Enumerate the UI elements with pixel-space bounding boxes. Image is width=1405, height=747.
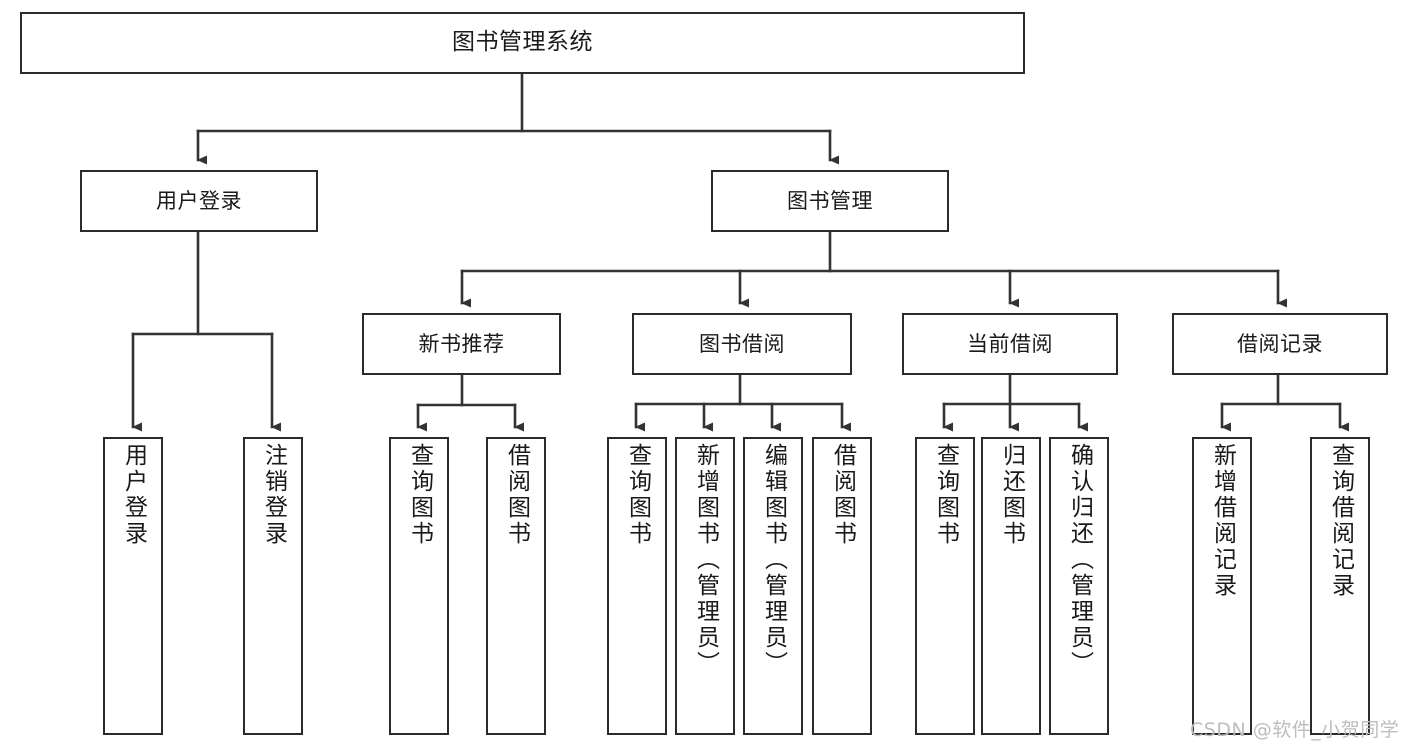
node-label: 查询借阅记录 <box>1327 443 1354 599</box>
leaf-user-login-logout[interactable]: 注销登录 <box>243 437 303 735</box>
node-label: 图书管理 <box>787 188 873 213</box>
node-label: 当前借阅 <box>967 331 1053 356</box>
node-label: 查询图书 <box>932 443 959 547</box>
node-borrow-record[interactable]: 借阅记录 <box>1172 313 1388 375</box>
node-label: 用户登录 <box>156 188 242 213</box>
node-label: 借阅记录 <box>1237 331 1323 356</box>
leaf-borrow-add-book-admin[interactable]: 新增图书（管理员） <box>675 437 735 735</box>
leaf-borrow-borrow-book[interactable]: 借阅图书 <box>812 437 872 735</box>
leaf-current-query-book[interactable]: 查询图书 <box>915 437 975 735</box>
leaf-current-return-book[interactable]: 归还图书 <box>981 437 1041 735</box>
node-label: 确认归还（管理员） <box>1066 443 1093 677</box>
leaf-record-add-record[interactable]: 新增借阅记录 <box>1192 437 1252 735</box>
node-system-root[interactable]: 图书管理系统 <box>20 12 1025 74</box>
node-label: 图书借阅 <box>699 331 785 356</box>
node-new-book-recommend[interactable]: 新书推荐 <box>362 313 561 375</box>
leaf-recommend-query-book[interactable]: 查询图书 <box>389 437 449 735</box>
node-label: 新书推荐 <box>418 331 505 356</box>
node-label: 编辑图书（管理员） <box>760 443 787 677</box>
node-label: 借阅图书 <box>503 443 530 547</box>
leaf-current-confirm-return-admin[interactable]: 确认归还（管理员） <box>1049 437 1109 735</box>
node-label: 注销登录 <box>260 443 287 547</box>
node-label: 查询图书 <box>624 443 651 547</box>
node-book-borrow[interactable]: 图书借阅 <box>632 313 852 375</box>
csdn-watermark: CSDN @软件_小贺同学 <box>1190 719 1400 741</box>
node-label: 图书管理系统 <box>452 29 593 56</box>
leaf-borrow-query-book[interactable]: 查询图书 <box>607 437 667 735</box>
node-label: 新增借阅记录 <box>1209 443 1236 599</box>
node-label: 用户登录 <box>120 443 147 547</box>
node-label: 查询图书 <box>406 443 433 547</box>
leaf-user-login-login[interactable]: 用户登录 <box>103 437 163 735</box>
leaf-borrow-edit-book-admin[interactable]: 编辑图书（管理员） <box>743 437 803 735</box>
node-label: 借阅图书 <box>829 443 856 547</box>
node-book-management[interactable]: 图书管理 <box>711 170 949 232</box>
node-current-borrow[interactable]: 当前借阅 <box>902 313 1118 375</box>
node-user-login[interactable]: 用户登录 <box>80 170 318 232</box>
node-label: 新增图书（管理员） <box>692 443 719 677</box>
node-label: 归还图书 <box>998 443 1025 547</box>
leaf-recommend-borrow-book[interactable]: 借阅图书 <box>486 437 546 735</box>
leaf-record-query-record[interactable]: 查询借阅记录 <box>1310 437 1370 735</box>
